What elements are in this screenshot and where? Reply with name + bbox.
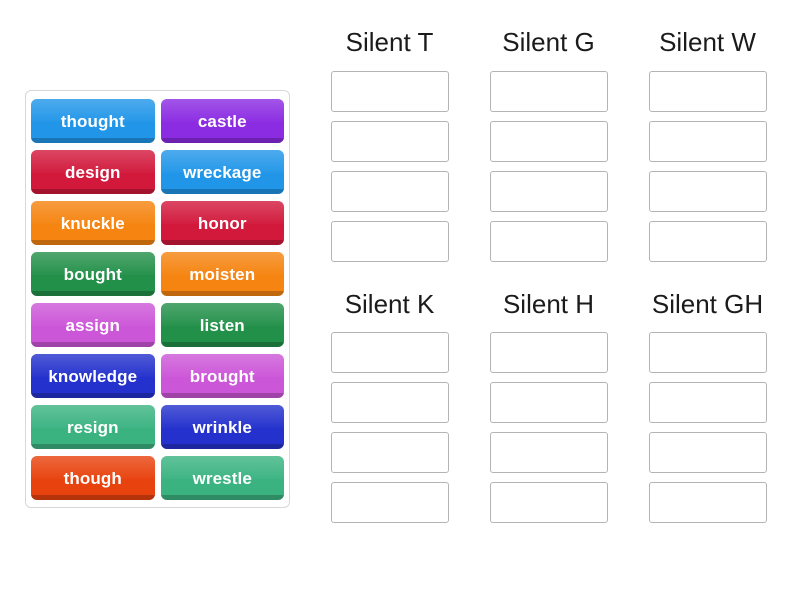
drop-slot-list	[310, 70, 469, 262]
drop-slot[interactable]	[648, 332, 767, 374]
drop-slot[interactable]	[648, 120, 767, 162]
word-tile-label: brought	[189, 366, 255, 386]
drop-slot[interactable]	[648, 432, 767, 474]
drop-slot-list	[469, 70, 628, 262]
word-tile[interactable]: knuckle	[31, 201, 155, 245]
word-tile-grid: thought castle design wreckage knuckle honor b…	[30, 96, 285, 503]
category-group: Silent H	[469, 288, 628, 524]
drop-slot-list	[310, 332, 469, 524]
word-tile-label: design	[65, 162, 121, 182]
word-tile-label: moisten	[189, 264, 256, 284]
drop-slot[interactable]	[489, 70, 608, 112]
word-tile[interactable]: listen	[160, 303, 284, 347]
category-group-row: Silent T Silent G Silent W	[310, 28, 788, 262]
drop-slot[interactable]	[489, 220, 608, 262]
word-tile[interactable]: wrinkle	[160, 405, 284, 449]
drop-slot[interactable]	[648, 482, 767, 524]
word-tile[interactable]: assign	[31, 303, 155, 347]
word-tile[interactable]: bought	[31, 252, 155, 296]
drop-slot[interactable]	[330, 482, 449, 524]
word-tile-label: wreckage	[183, 162, 262, 182]
word-tile[interactable]: design	[31, 150, 155, 194]
category-title: Silent K	[344, 288, 435, 319]
word-tile[interactable]: though	[31, 456, 155, 500]
drop-slot[interactable]	[489, 170, 608, 212]
word-tile-label: resign	[66, 417, 119, 437]
category-group-row: Silent K Silent H Silent GH	[310, 288, 788, 524]
word-tile[interactable]: honor	[160, 201, 284, 245]
word-tile-label: castle	[197, 111, 247, 131]
drop-slot[interactable]	[489, 120, 608, 162]
drop-slot-list	[628, 70, 787, 262]
drop-slot[interactable]	[330, 70, 449, 112]
word-tile-label: though	[63, 468, 122, 488]
word-tile[interactable]: thought	[31, 99, 155, 143]
category-group: Silent G	[469, 28, 628, 262]
drop-slot-list	[469, 332, 628, 524]
word-tile[interactable]: resign	[31, 405, 155, 449]
drop-slot[interactable]	[330, 220, 449, 262]
word-tile[interactable]: brought	[160, 354, 284, 398]
word-tile-label: wrinkle	[192, 417, 252, 437]
drop-slot[interactable]	[489, 382, 608, 424]
drop-slot[interactable]	[330, 170, 449, 212]
drop-slot[interactable]	[489, 332, 608, 374]
drop-slot[interactable]	[648, 70, 767, 112]
word-tile-label: wrestle	[192, 468, 252, 488]
drop-slot[interactable]	[648, 170, 767, 212]
category-title: Silent W	[659, 27, 756, 57]
word-tile[interactable]: wreckage	[160, 150, 284, 194]
word-tile[interactable]: wrestle	[160, 456, 284, 500]
word-tile-label: honor	[197, 213, 247, 233]
drop-slot[interactable]	[489, 482, 608, 524]
category-group: Silent W	[628, 28, 787, 262]
drop-slot[interactable]	[489, 432, 608, 474]
drop-slot[interactable]	[330, 120, 449, 162]
category-group: Silent T	[310, 28, 469, 262]
category-title: Silent T	[345, 27, 434, 57]
category-groups-area: Silent T Silent G Silent W Silent K Silent H…	[310, 28, 788, 573]
category-group: Silent K	[310, 288, 469, 524]
word-tile-label: knuckle	[60, 213, 125, 233]
word-tile-label: thought	[60, 111, 125, 131]
category-title: Silent GH	[651, 288, 764, 319]
drop-slot-list	[628, 332, 787, 524]
word-tile-tray: thought castle design wreckage knuckle honor b…	[25, 90, 290, 508]
category-title: Silent H	[502, 288, 595, 319]
word-tile[interactable]: moisten	[160, 252, 284, 296]
word-tile-label: bought	[63, 264, 122, 284]
drop-slot[interactable]	[330, 332, 449, 374]
drop-slot[interactable]	[648, 220, 767, 262]
word-tile-label: knowledge	[48, 366, 138, 386]
drop-slot[interactable]	[330, 432, 449, 474]
word-tile[interactable]: knowledge	[31, 354, 155, 398]
word-tile-label: assign	[65, 315, 120, 335]
drop-slot[interactable]	[330, 382, 449, 424]
drop-slot[interactable]	[648, 382, 767, 424]
word-tile-label: listen	[199, 315, 245, 335]
category-group: Silent GH	[628, 288, 787, 524]
word-tile[interactable]: castle	[160, 99, 284, 143]
category-title: Silent G	[502, 27, 595, 57]
